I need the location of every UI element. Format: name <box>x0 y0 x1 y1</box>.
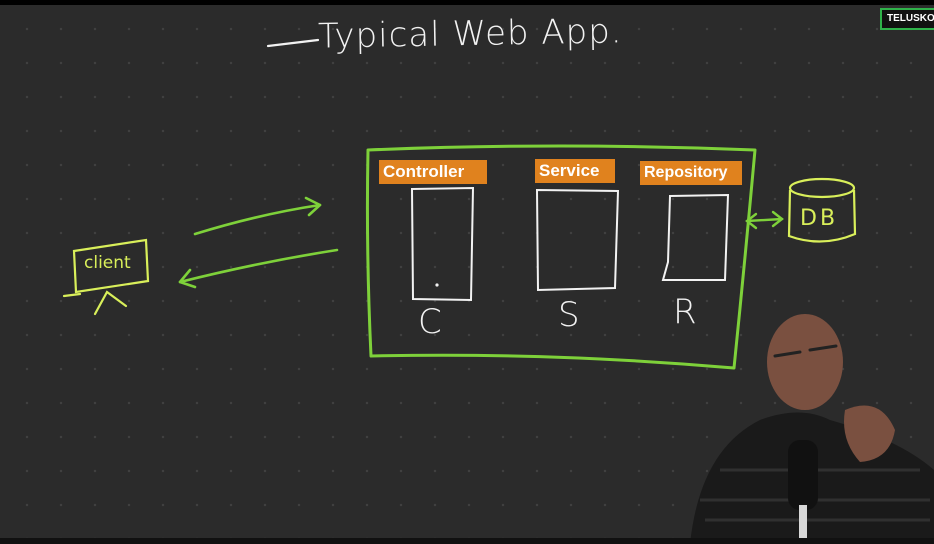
db-cylinder-top <box>788 177 856 199</box>
title-dash <box>266 38 320 48</box>
db-link-arrow <box>745 217 784 223</box>
request-arrowhead <box>304 196 322 217</box>
db-label: DB <box>800 206 839 231</box>
client-monitor <box>72 238 150 294</box>
service-label: Service <box>535 159 615 183</box>
controller-dot <box>435 283 439 287</box>
presenter-glasses <box>773 344 838 358</box>
response-arrowhead <box>178 268 197 289</box>
app-boundary <box>365 144 757 370</box>
service-letter: S <box>558 295 580 335</box>
presenter-hand <box>844 405 895 462</box>
microphone-stand <box>799 505 807 544</box>
db-cylinder-body <box>787 189 857 243</box>
repository-label: Repository <box>640 161 742 185</box>
controller-letter: C <box>418 302 442 342</box>
client-base <box>62 292 82 298</box>
microphone <box>788 440 818 510</box>
presenter-head <box>767 314 843 410</box>
client-label: client <box>84 253 131 273</box>
presenter <box>690 314 934 544</box>
controller-label: Controller <box>379 160 487 184</box>
db-link-arrowhead-left <box>745 212 758 230</box>
bottom-border <box>0 538 934 544</box>
request-arrow <box>193 203 322 236</box>
client-stand <box>93 290 128 316</box>
response-arrow <box>178 248 339 284</box>
repository-box <box>661 193 730 281</box>
service-box <box>535 188 620 292</box>
top-border <box>0 0 934 5</box>
brand-logo: TELUSKO <box>880 8 934 30</box>
repository-letter: R <box>673 292 697 332</box>
controller-box <box>410 186 475 302</box>
db-link-arrowhead-right <box>771 210 784 228</box>
